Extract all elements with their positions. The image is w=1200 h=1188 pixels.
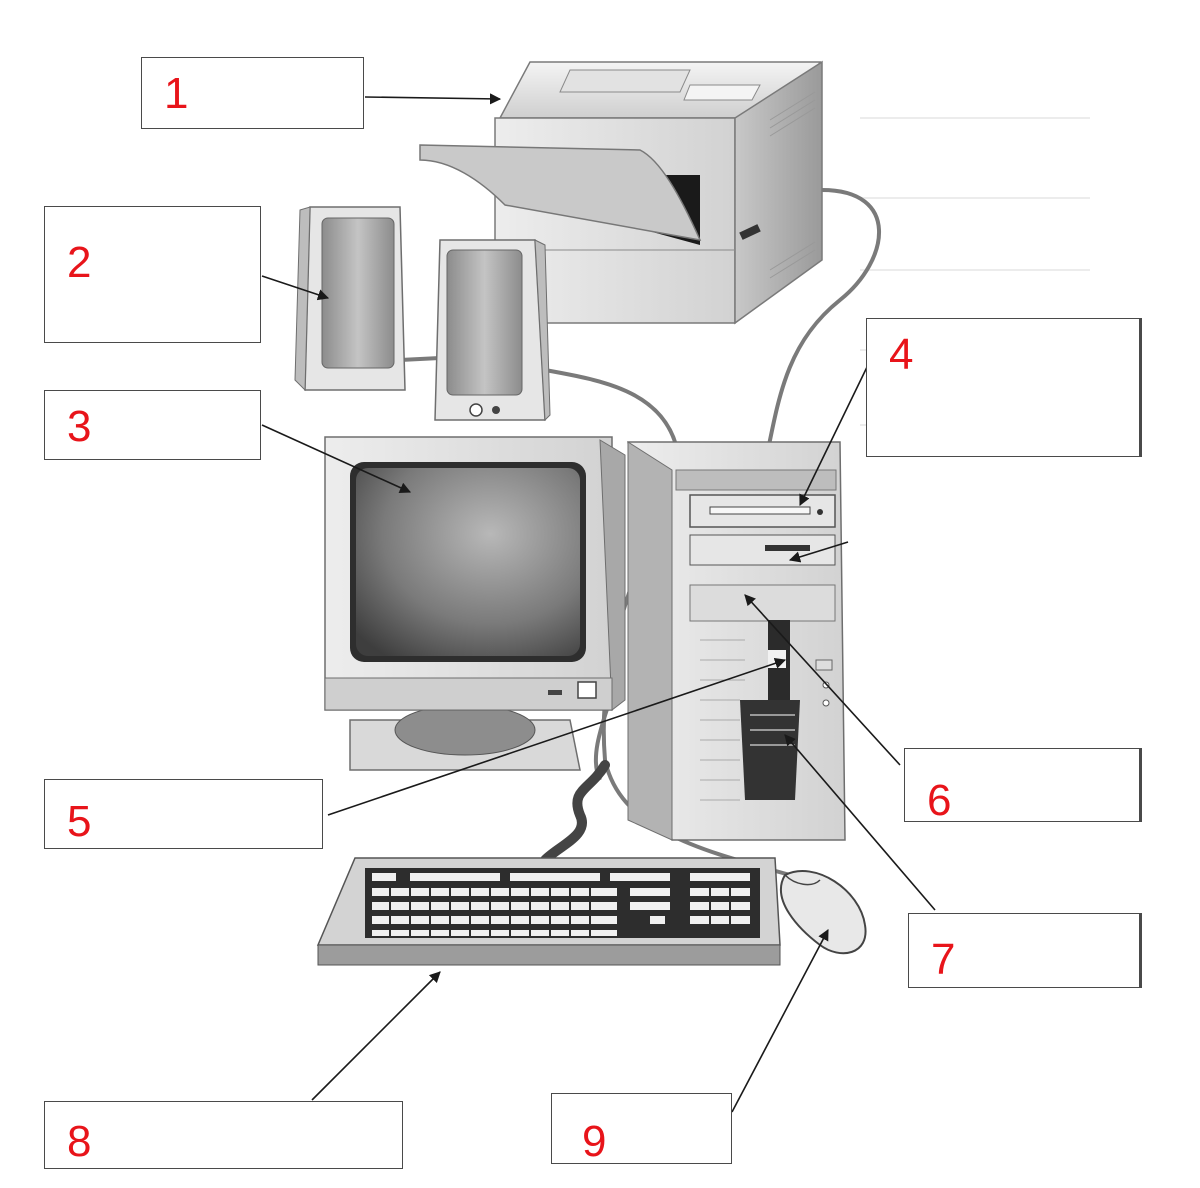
label-box-6[interactable]: 6 (904, 748, 1142, 825)
label-number-5: 5 (67, 797, 92, 846)
label-box-9[interactable]: 9 (551, 1093, 732, 1164)
keyboard (316, 857, 781, 966)
pointer-7 (784, 734, 936, 911)
pointer-6 (744, 594, 901, 766)
label-box-3[interactable]: 3 (44, 390, 261, 460)
pointer-3 (261, 424, 412, 493)
pointer-1 (364, 93, 502, 105)
printer (419, 60, 823, 325)
pointer-4b (788, 541, 849, 563)
label-number-2: 2 (67, 238, 92, 287)
pointer-5 (327, 657, 787, 816)
label-box-2[interactable]: 2 (44, 206, 261, 343)
label-box-5[interactable]: 5 (44, 779, 323, 849)
label-box-7[interactable]: 7 (908, 913, 1142, 988)
pointer-2 (261, 275, 330, 301)
system-unit (627, 441, 846, 841)
label-number-7: 7 (931, 935, 956, 984)
monitor (324, 436, 626, 771)
label-box-4[interactable]: 4 (866, 318, 1142, 457)
label-number-6: 6 (927, 776, 952, 825)
speakers (294, 206, 551, 422)
pointer-8 (311, 971, 441, 1101)
pointer-4 (799, 364, 869, 507)
pointer-9 (731, 929, 829, 1113)
pointer-lines (261, 93, 936, 1113)
label-number-3: 3 (67, 402, 92, 451)
label-number-9: 9 (582, 1117, 607, 1166)
label-box-1[interactable]: 1 (141, 57, 364, 129)
label-number-8: 8 (67, 1117, 92, 1166)
label-number-1: 1 (164, 69, 189, 118)
label-number-4: 4 (889, 330, 914, 379)
mouse (779, 870, 867, 955)
keyboard-cable (540, 760, 610, 865)
label-box-8[interactable]: 8 (44, 1101, 403, 1169)
